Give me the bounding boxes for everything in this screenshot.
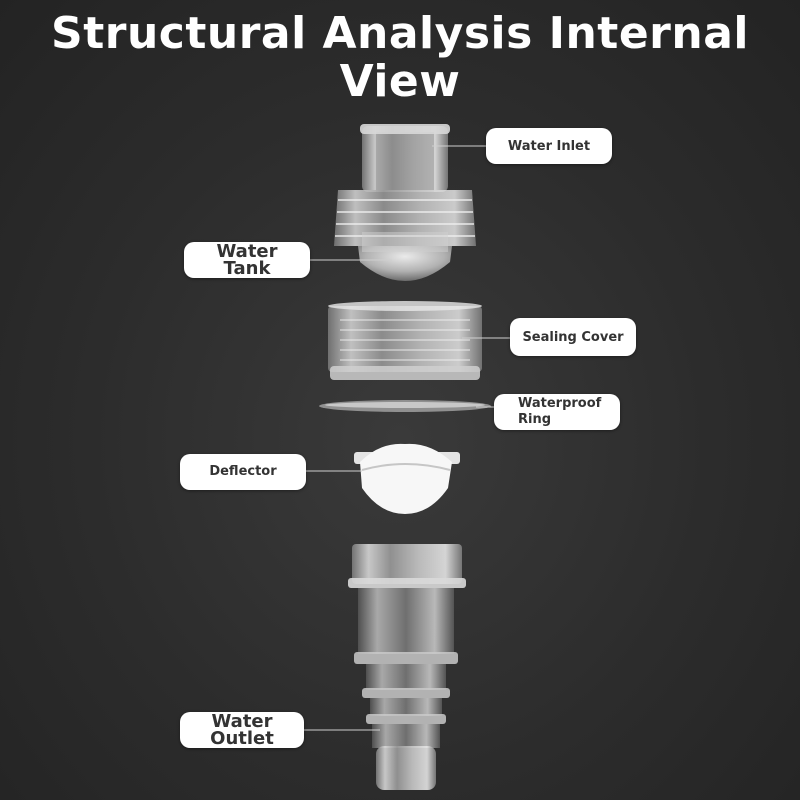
deflector-part xyxy=(354,443,460,514)
label-sealing-cover: Sealing Cover xyxy=(522,329,624,345)
water-outlet-part xyxy=(348,544,466,790)
page-title: Structural Analysis Internal View xyxy=(0,10,800,106)
leader-lines xyxy=(304,145,510,731)
callout-water-outlet: Water Outlet xyxy=(180,712,304,748)
waterproof-ring-part xyxy=(319,400,491,412)
callout-water-tank: Water Tank xyxy=(184,242,310,278)
label-water-inlet: Water Inlet xyxy=(507,138,591,154)
label-water-tank-line2: Tank xyxy=(223,258,271,279)
callout-deflector: Deflector xyxy=(180,454,306,490)
water-tank-part xyxy=(334,124,476,281)
label-waterproof-ring-line2: Ring xyxy=(518,412,552,427)
label-deflector: Deflector xyxy=(209,464,277,479)
callout-water-inlet: Water Inlet xyxy=(486,128,612,164)
label-water-outlet-line1: Water xyxy=(211,711,273,732)
label-water-tank-line1: Water xyxy=(216,241,278,262)
callout-sealing-cover: Sealing Cover xyxy=(510,318,636,356)
title-line-2: View xyxy=(339,56,461,107)
callout-waterproof-ring: Waterproof Ring xyxy=(494,394,620,430)
label-water-outlet-line2: Outlet xyxy=(210,728,274,749)
title-line-1: Structural Analysis Internal xyxy=(51,8,749,59)
sealing-cover-part xyxy=(328,301,482,380)
label-waterproof-ring-line1: Waterproof xyxy=(518,396,602,411)
